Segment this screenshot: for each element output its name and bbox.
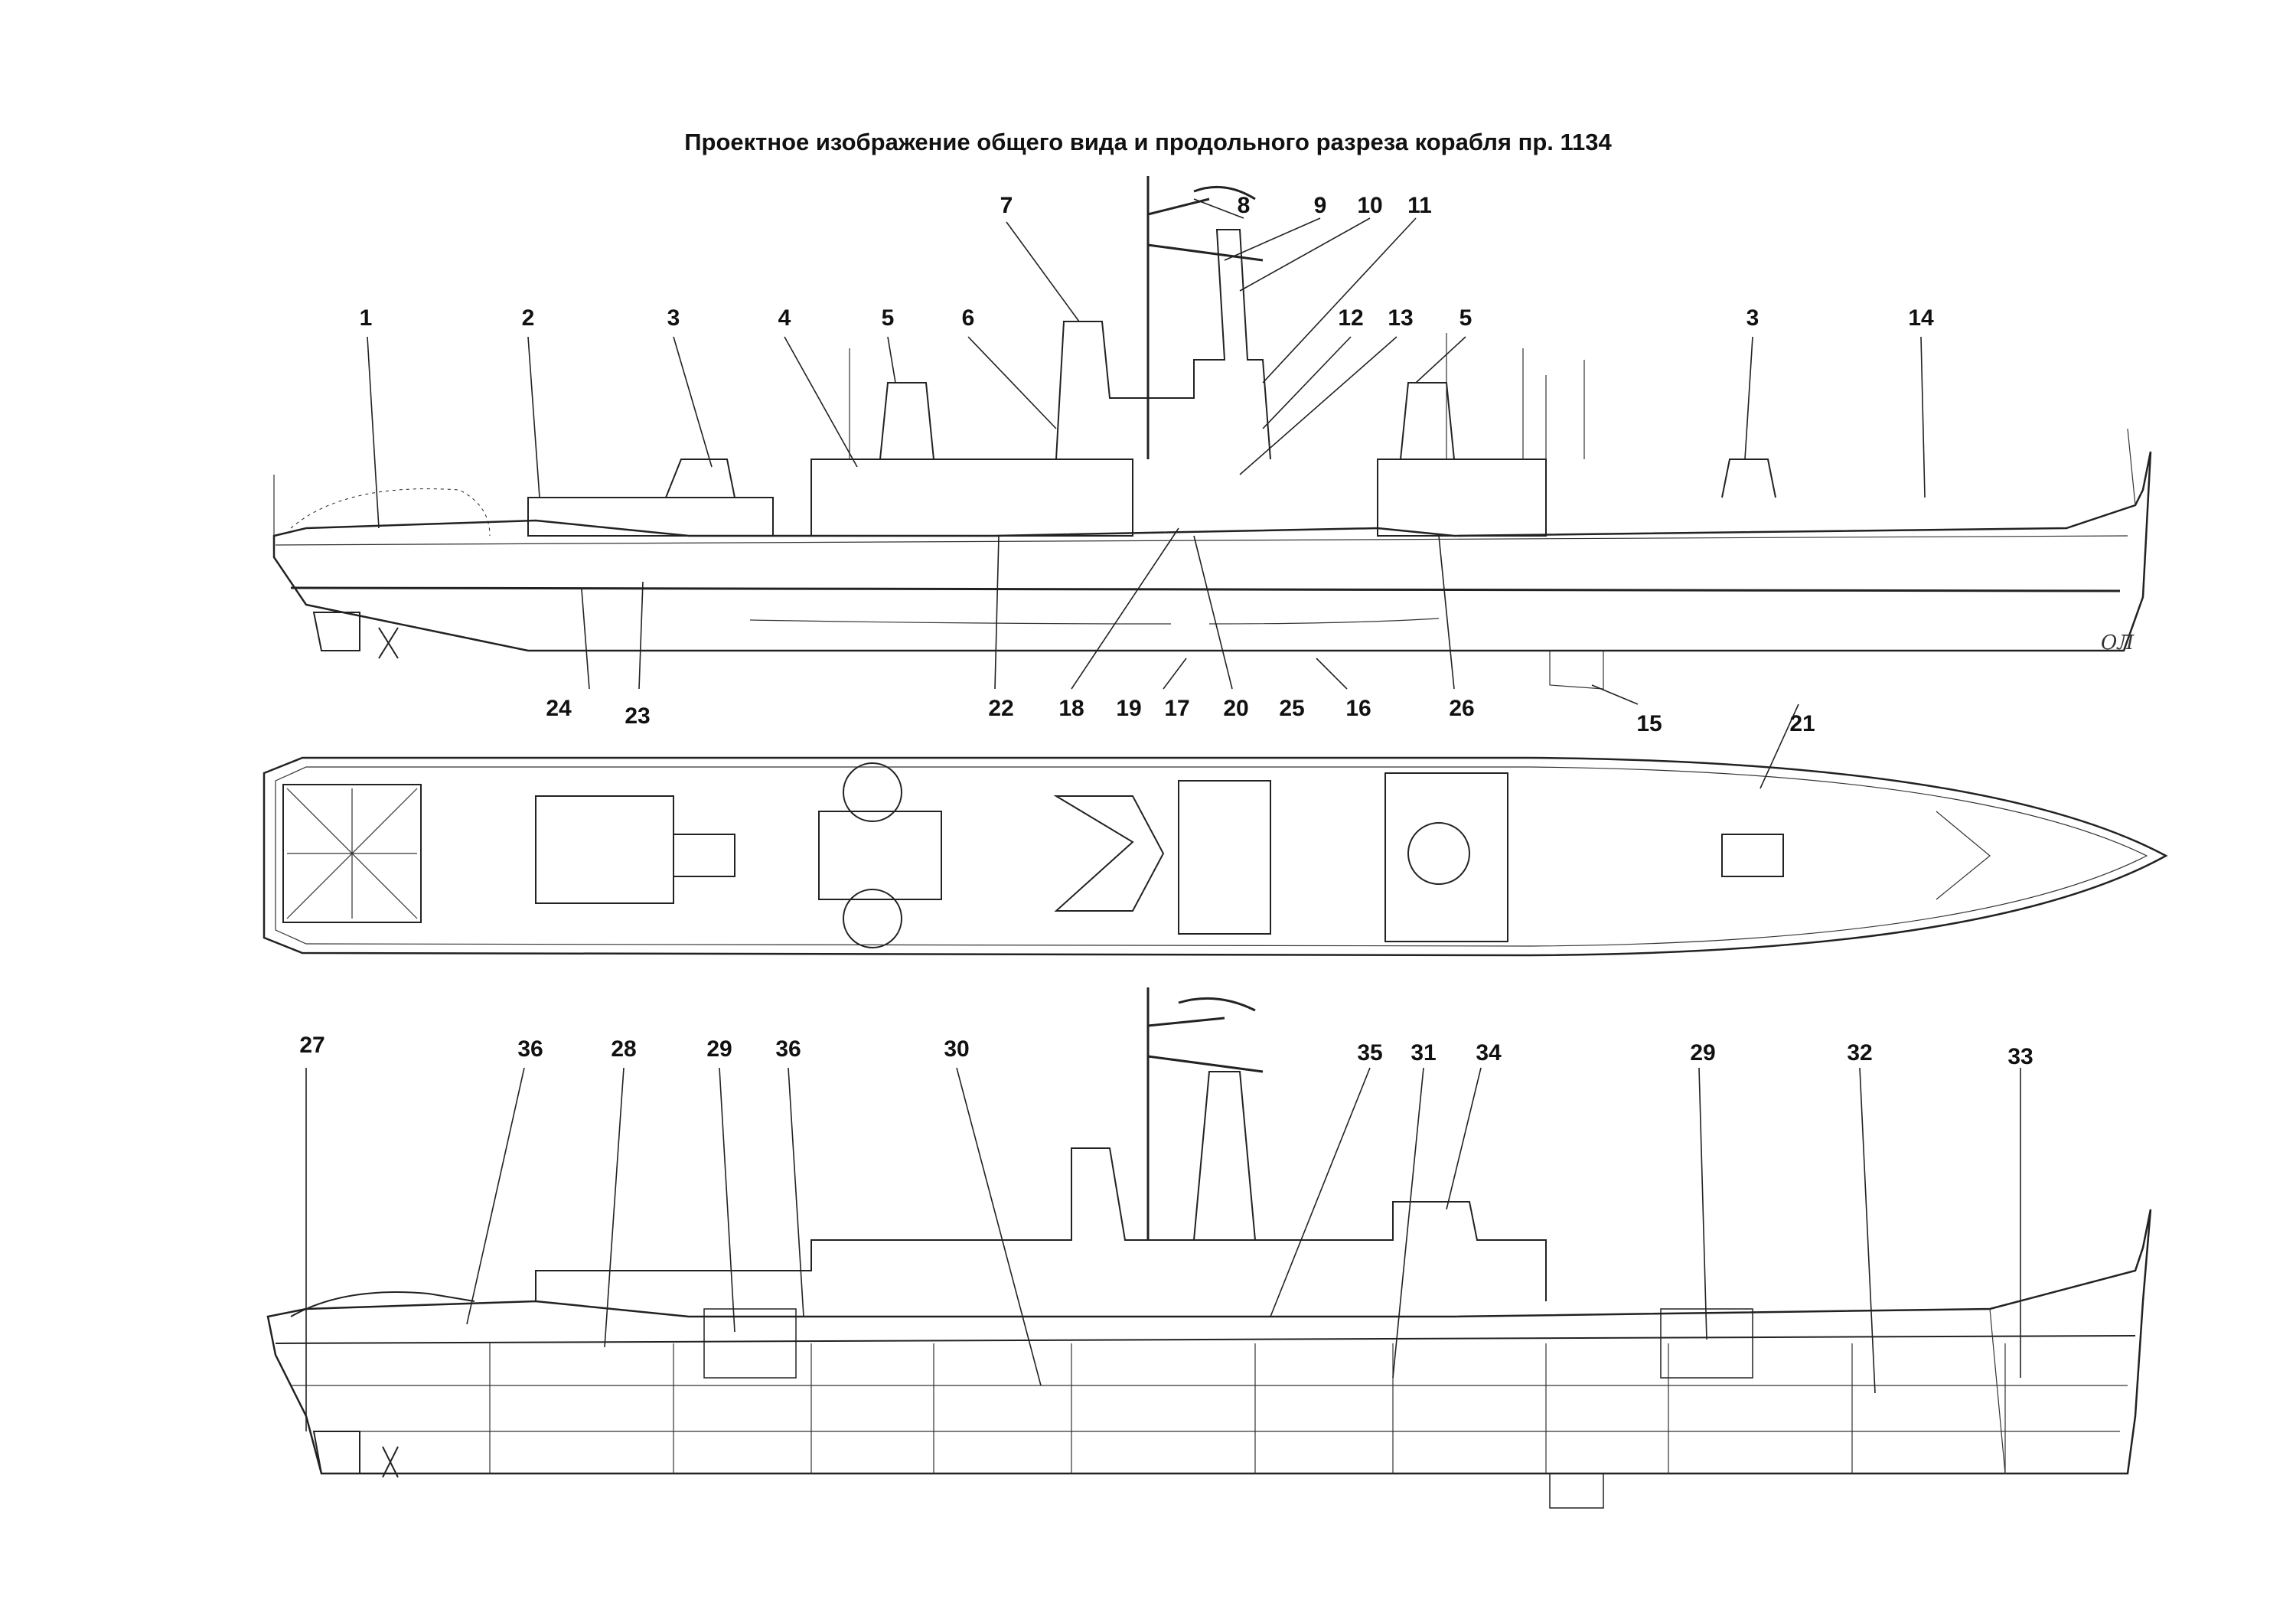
side-mid-superstructure <box>810 459 1133 537</box>
callout-19: 19 <box>1116 696 1141 721</box>
callout-33: 33 <box>2007 1044 2033 1069</box>
plan-mast-platform <box>1178 780 1271 935</box>
side-fwd-superstructure <box>1377 459 1547 537</box>
callout-24: 24 <box>546 696 572 721</box>
side-main-tower <box>1055 229 1271 460</box>
callout-25: 25 <box>1279 696 1304 721</box>
callout-29: 29 <box>706 1036 732 1062</box>
side-fwd-director <box>1400 382 1455 460</box>
callout-9: 9 <box>1314 193 1327 218</box>
callout-3: 3 <box>667 305 680 331</box>
callout-22: 22 <box>988 696 1013 721</box>
side-sheer <box>275 535 2128 546</box>
callout-30: 30 <box>944 1036 969 1062</box>
callout-14: 14 <box>1908 305 1934 331</box>
section-aft-magazine <box>703 1308 797 1379</box>
plan-helicopter-deck <box>282 784 422 923</box>
callout-26: 26 <box>1449 696 1474 721</box>
plan-aft-launcher <box>673 834 735 877</box>
plan-fwd-launcher <box>1721 834 1784 877</box>
callout-3b: 3 <box>1746 305 1760 331</box>
callout-6: 6 <box>962 305 975 331</box>
plan-hull-inner <box>275 766 2148 947</box>
callout-32: 32 <box>1847 1040 1872 1066</box>
side-fwd-launcher <box>1721 459 1776 498</box>
waterline-label: ОЛ <box>2101 632 2135 654</box>
section-bow-stem <box>1989 1308 2006 1474</box>
side-radar-antenna <box>1193 185 1256 201</box>
side-bilge-keel <box>749 618 1440 625</box>
callout-labels-middle: 24 23 22 18 19 17 20 25 16 26 15 21 <box>546 696 1815 736</box>
plan-fwd-superstructure <box>1384 772 1508 942</box>
callout-labels-section: 27 36 28 29 36 30 35 31 34 29 32 33 <box>299 1033 2033 1069</box>
callout-18: 18 <box>1058 696 1084 721</box>
callout-15: 15 <box>1636 711 1662 736</box>
plan-bow-centerline <box>1936 811 1991 900</box>
side-waterline-deck <box>290 586 2121 592</box>
callout-29b: 29 <box>1690 1040 1715 1066</box>
sheet-title: Проектное изображение общего вида и прод… <box>684 129 1612 155</box>
side-aft-director <box>879 382 934 460</box>
section-bulkheads <box>489 1343 2006 1474</box>
section-superstructure <box>535 1147 1547 1301</box>
callout-27: 27 <box>299 1033 325 1058</box>
callout-8: 8 <box>1238 193 1251 218</box>
callout-10: 10 <box>1357 193 1382 218</box>
section-sonar-dome <box>1549 1473 1604 1509</box>
callout-12: 12 <box>1338 305 1363 331</box>
plan-aft-turret-stbd <box>843 889 902 948</box>
section-main-deck <box>275 1335 2136 1344</box>
callout-17: 17 <box>1164 696 1189 721</box>
plan-center-tower <box>1053 795 1165 912</box>
side-aft-launcher <box>665 459 735 498</box>
callout-7: 7 <box>1000 193 1013 218</box>
plan-aft-superstructure <box>818 811 942 900</box>
side-bow-jackstaff <box>2127 428 2136 506</box>
section-hull-outline <box>266 1209 2152 1475</box>
callout-5b: 5 <box>1459 305 1473 331</box>
section-view <box>266 987 2152 1509</box>
plan-hangar <box>535 795 674 904</box>
callout-36: 36 <box>517 1036 543 1062</box>
section-fwd-magazine <box>1660 1308 1753 1379</box>
plan-helicopter-marking <box>286 788 418 919</box>
side-stern-dashed-hangar <box>290 488 491 537</box>
section-mast <box>1146 987 1264 1240</box>
callout-4: 4 <box>778 305 791 331</box>
callout-2: 2 <box>522 305 535 331</box>
callout-20: 20 <box>1223 696 1248 721</box>
callout-28: 28 <box>611 1036 636 1062</box>
plan-fwd-turret <box>1407 822 1470 885</box>
plan-hull-outline <box>263 756 2168 957</box>
callout-5: 5 <box>882 305 895 331</box>
callout-13: 13 <box>1388 305 1413 331</box>
callout-34: 34 <box>1476 1040 1502 1066</box>
side-hull-outline <box>272 451 2152 652</box>
section-propeller <box>312 1431 399 1478</box>
callout-21: 21 <box>1789 711 1815 736</box>
callout-31: 31 <box>1411 1040 1436 1066</box>
side-aft-superstructure <box>527 497 774 537</box>
plan-view <box>263 756 2168 957</box>
side-propeller <box>312 612 399 659</box>
section-tower <box>1193 1071 1256 1241</box>
callout-35: 35 <box>1357 1040 1382 1066</box>
section-radar-antenna <box>1178 997 1256 1012</box>
section-hangar-arch <box>290 1291 475 1317</box>
callout-labels-side: 1 2 3 4 5 6 7 8 9 10 11 12 13 5 3 14 <box>360 193 1934 331</box>
callout-23: 23 <box>625 703 650 729</box>
side-antenna-masts <box>849 333 1585 459</box>
callout-11: 11 <box>1407 193 1432 218</box>
side-view: ОЛ <box>272 176 2152 690</box>
callout-16: 16 <box>1345 696 1371 721</box>
callout-36b: 36 <box>775 1036 801 1062</box>
callout-1: 1 <box>360 305 373 331</box>
side-sonar-dome <box>1549 651 1604 690</box>
leader-lines <box>305 198 2021 1431</box>
plan-aft-turret-port <box>843 762 902 822</box>
